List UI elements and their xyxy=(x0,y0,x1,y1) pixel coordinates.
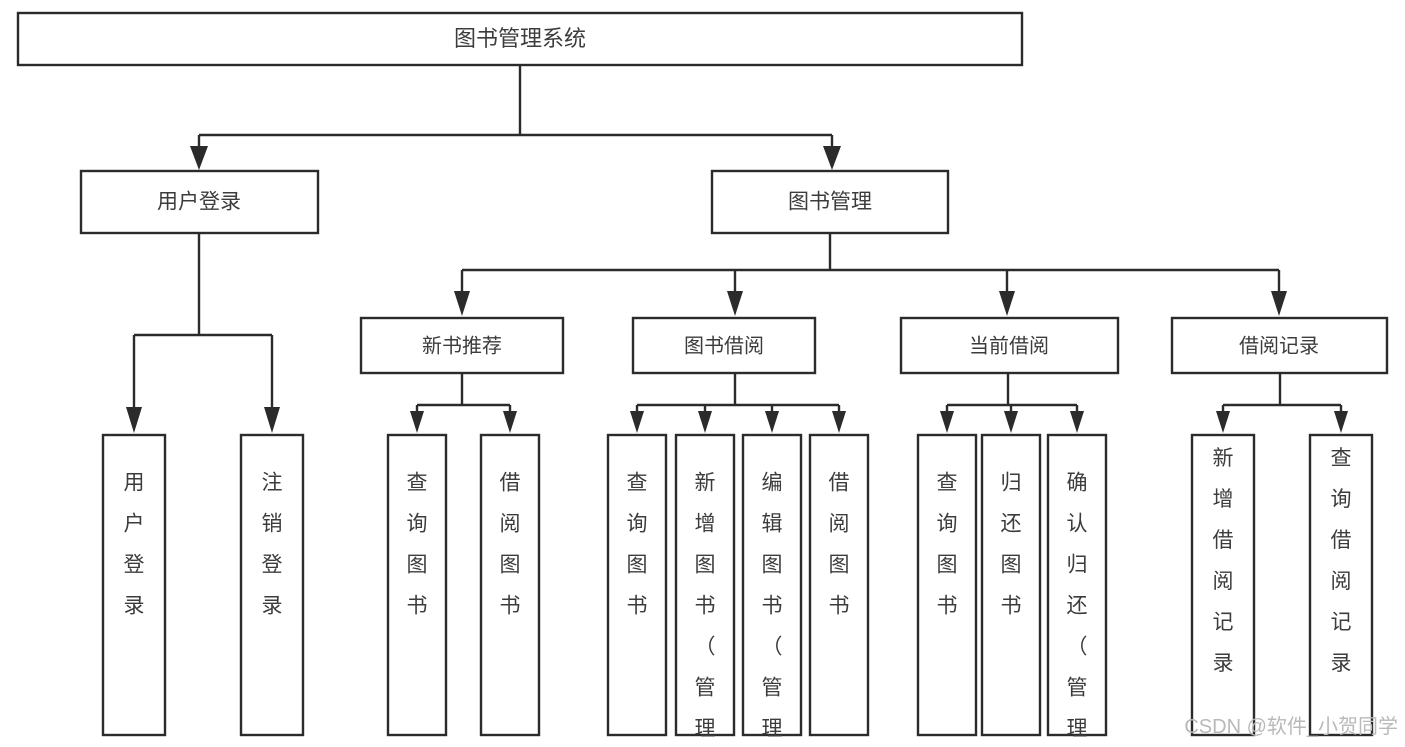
connector-layer xyxy=(126,65,1348,433)
leaf-node[interactable]: 新增图书（管理员） xyxy=(674,433,736,747)
leaf-node-label: 查询图书 xyxy=(407,471,428,617)
leaf-node[interactable]: 查询图书 xyxy=(606,433,668,737)
leaf-node-box[interactable] xyxy=(101,433,167,737)
leaf-node-box[interactable] xyxy=(386,433,448,737)
leaf-node-label: 借阅图书 xyxy=(500,471,521,617)
leaf-node-label: 查询图书 xyxy=(627,471,648,617)
leaf-node-box[interactable] xyxy=(1046,433,1108,737)
leaf-node-label: 查询图书 xyxy=(937,471,958,617)
leaf-node-box[interactable] xyxy=(1190,433,1256,737)
leaf-node-label: 确认归还（管理员） xyxy=(1067,471,1088,747)
arrow-icon-leaf-query-record xyxy=(1334,411,1348,433)
node-borrow-record-box[interactable] xyxy=(1170,316,1389,375)
arrow-icon-leaf-logout xyxy=(264,407,280,433)
leaf-node[interactable]: 查询图书 xyxy=(916,433,978,737)
leaf-node[interactable]: 新增借阅记录 xyxy=(1190,433,1256,737)
leaf-node-box[interactable] xyxy=(606,433,668,737)
node-book-manage-box[interactable] xyxy=(710,169,950,235)
arrow-icon-book-borrow xyxy=(727,291,743,316)
arrow-icon-borrow-record xyxy=(1271,291,1287,316)
leaf-node-layer: 用户登录 注销登录 查询图书 借阅图书 查询图书 新增图书（管理员） 编辑图书（管理员） 借阅… xyxy=(101,433,1374,747)
node-user-login-box[interactable] xyxy=(79,169,320,235)
leaf-node-box[interactable] xyxy=(1308,433,1374,737)
leaf-node[interactable]: 查询借阅记录 xyxy=(1308,433,1374,737)
node-root-box[interactable] xyxy=(16,11,1024,67)
node-new-book-recommend-box[interactable] xyxy=(359,316,565,375)
arrow-icon-leaf-edit-book xyxy=(765,411,779,433)
node-root-label: 图书管理系统 xyxy=(454,26,586,51)
arrow-icon-current-borrow xyxy=(999,291,1015,316)
arrow-icon-leaf-return-book xyxy=(1004,411,1018,433)
node-book-borrow-label: 图书借阅 xyxy=(684,334,764,357)
leaf-node[interactable]: 归还图书 xyxy=(980,433,1042,737)
arrow-icon-leaf-query-book-2 xyxy=(630,411,644,433)
node-book-borrow-box[interactable] xyxy=(631,316,817,375)
arrow-icon-new-book-recommend xyxy=(454,291,470,316)
leaf-node-box[interactable] xyxy=(980,433,1042,737)
arrow-icon-leaf-query-book-1 xyxy=(410,411,424,433)
node-current-borrow[interactable]: 当前借阅 xyxy=(899,316,1120,375)
arrow-icon-leaf-add-record xyxy=(1216,411,1230,433)
arrow-icon-leaf-query-book-3 xyxy=(940,411,954,433)
arrow-icon-leaf-confirm-return xyxy=(1070,411,1084,433)
leaf-node-label: 用户登录 xyxy=(124,471,145,617)
leaf-node-box[interactable] xyxy=(916,433,978,737)
leaf-node-box[interactable] xyxy=(239,433,305,737)
arrow-icon-book-manage xyxy=(823,146,841,170)
leaf-node-label: 新增借阅记录 xyxy=(1213,447,1234,675)
arrow-icon-leaf-borrow-book-1 xyxy=(503,411,517,433)
arrow-icon-leaf-borrow-book-2 xyxy=(832,411,846,433)
leaf-node[interactable]: 查询图书 xyxy=(386,433,448,737)
arrow-icon-leaf-add-book xyxy=(698,411,712,433)
leaf-node-label: 新增图书（管理员） xyxy=(695,471,716,747)
leaf-node[interactable]: 编辑图书（管理员） xyxy=(741,433,803,747)
leaf-node[interactable]: 确认归还（管理员） xyxy=(1046,433,1108,747)
node-new-book-recommend-label: 新书推荐 xyxy=(422,334,502,357)
leaf-node-label: 查询借阅记录 xyxy=(1331,447,1352,675)
node-book-manage[interactable]: 图书管理 xyxy=(710,169,950,235)
node-user-login-label: 用户登录 xyxy=(157,191,241,214)
leaf-node-label: 归还图书 xyxy=(1001,471,1022,617)
leaf-node[interactable]: 借阅图书 xyxy=(479,433,541,737)
watermark-label: CSDN @软件_小贺同学 xyxy=(1184,715,1398,738)
node-current-borrow-box[interactable] xyxy=(899,316,1120,375)
leaf-node-box[interactable] xyxy=(479,433,541,737)
node-current-borrow-label: 当前借阅 xyxy=(969,334,1049,357)
node-borrow-record[interactable]: 借阅记录 xyxy=(1170,316,1389,375)
leaf-node[interactable]: 注销登录 xyxy=(239,433,305,737)
arrow-icon-leaf-user-login xyxy=(126,407,142,433)
node-root[interactable]: 图书管理系统 xyxy=(16,11,1024,67)
node-borrow-record-label: 借阅记录 xyxy=(1239,334,1319,357)
leaf-node-box[interactable] xyxy=(808,433,870,737)
leaf-node-box[interactable] xyxy=(674,433,736,737)
node-book-manage-label: 图书管理 xyxy=(788,191,872,214)
arrow-icon-user-login xyxy=(190,146,208,170)
leaf-node[interactable]: 用户登录 xyxy=(101,433,167,737)
leaf-node-box[interactable] xyxy=(741,433,803,737)
leaf-node[interactable]: 借阅图书 xyxy=(808,433,870,737)
leaf-node-label: 编辑图书（管理员） xyxy=(762,471,783,747)
node-book-borrow[interactable]: 图书借阅 xyxy=(631,316,817,375)
node-user-login[interactable]: 用户登录 xyxy=(79,169,320,235)
node-new-book-recommend[interactable]: 新书推荐 xyxy=(359,316,565,375)
leaf-node-label: 借阅图书 xyxy=(829,471,850,617)
leaf-node-label: 注销登录 xyxy=(262,471,283,617)
